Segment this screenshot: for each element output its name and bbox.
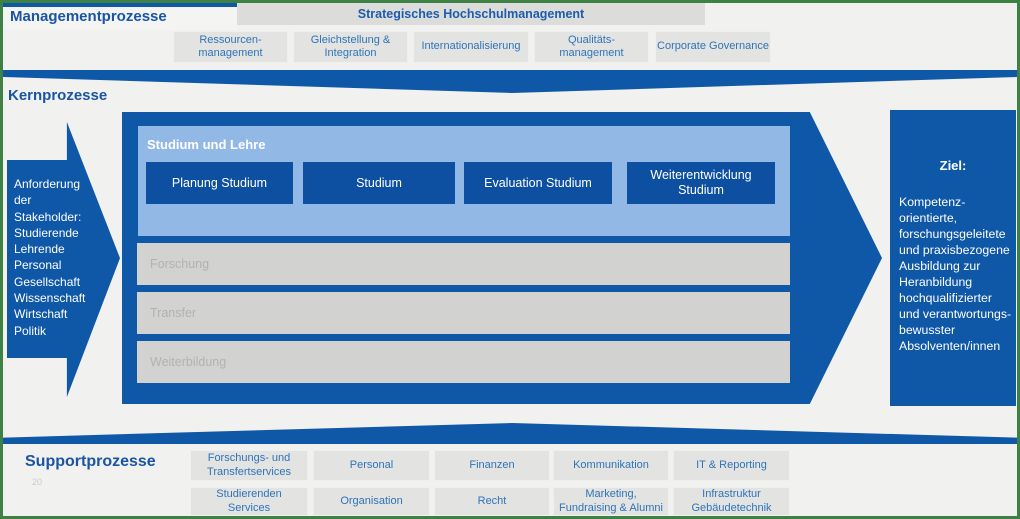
support-section-title: Supportprozesse bbox=[25, 453, 156, 470]
management-box: Internationalisierung bbox=[413, 31, 529, 63]
stakeholder-arrow-text: Anforderung der Stakeholder: Studierende… bbox=[14, 177, 86, 338]
support-box: Studierenden Services bbox=[190, 487, 308, 516]
support-box: Personal bbox=[313, 450, 430, 481]
support-box: Organisation bbox=[313, 487, 430, 516]
slide-page-number: 20 bbox=[32, 477, 43, 487]
management-section-title: Managementprozesse bbox=[10, 8, 167, 25]
process-step-box: Studium bbox=[303, 162, 455, 204]
strategic-management-header: Strategisches Hochschulmanagement bbox=[237, 3, 705, 25]
support-box: Recht bbox=[434, 487, 550, 516]
support-box: IT & Reporting bbox=[673, 450, 790, 481]
top-accent-line bbox=[0, 3, 237, 7]
management-title-box bbox=[0, 7, 237, 30]
inactive-process-bar: Weiterbildung bbox=[137, 341, 790, 383]
support-box: Forschungs- und Transfertservices bbox=[190, 450, 308, 481]
support-box: Finanzen bbox=[434, 450, 550, 481]
management-box: Ressourcen- management bbox=[173, 31, 288, 63]
support-box: Kommunikation bbox=[553, 450, 669, 481]
process-step-box: Planung Studium bbox=[146, 162, 293, 204]
process-step-box: Weiterentwicklung Studium bbox=[627, 162, 775, 204]
inactive-process-bar: Transfer bbox=[137, 292, 790, 334]
top-section-divider bbox=[0, 70, 1020, 93]
bottom-section-divider bbox=[0, 423, 1020, 444]
kern-section-title: Kernprozesse bbox=[8, 87, 108, 104]
management-box: Corporate Governance bbox=[655, 31, 771, 63]
ziel-text: Kompetenz- orientierte, forschungsgeleit… bbox=[899, 195, 1012, 353]
ziel-heading: Ziel: bbox=[939, 158, 967, 173]
ziel-box: Ziel: Kompetenz- orientierte, forschungs… bbox=[890, 110, 1016, 406]
management-box: Gleichstellung & Integration bbox=[293, 31, 408, 63]
support-box: Infrastruktur Gebäudetechnik bbox=[673, 487, 790, 516]
studium-und-lehre-label: Studium und Lehre bbox=[147, 137, 266, 152]
inactive-process-bar: Forschung bbox=[137, 243, 790, 285]
support-box: Marketing, Fundraising & Alumni bbox=[553, 487, 669, 516]
management-box: Qualitäts- management bbox=[534, 31, 649, 63]
process-step-box: Evaluation Studium bbox=[464, 162, 612, 204]
